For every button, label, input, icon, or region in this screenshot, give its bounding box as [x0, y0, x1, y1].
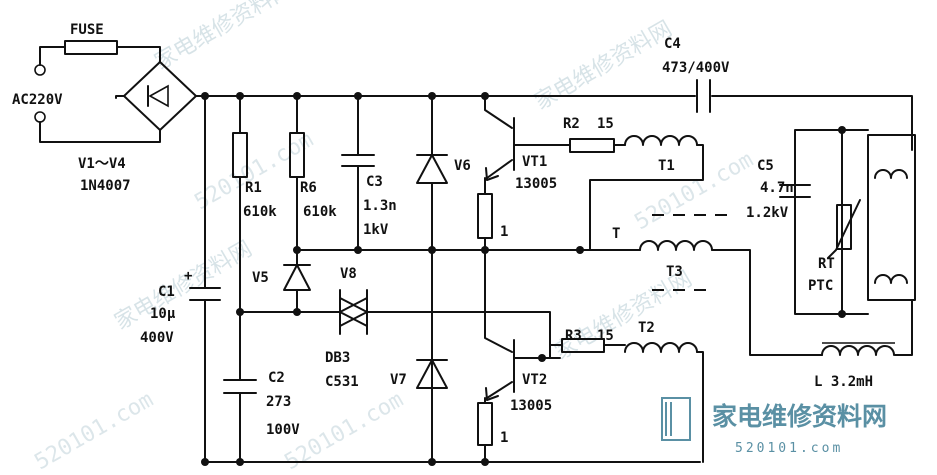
c5-ref: C5 [757, 158, 774, 174]
brand-text: 家电维修资料网 [712, 402, 887, 431]
resistor-r3: R3 15 [549, 328, 626, 359]
fuse-symbol [64, 40, 118, 55]
t-label: T [612, 226, 620, 242]
r5-val: 1 [500, 430, 508, 446]
r1-val: 610k [243, 204, 277, 220]
c3-val1: 1.3n [363, 198, 397, 214]
c4-right-wire [711, 95, 913, 151]
fuse-label: FUSE [70, 22, 104, 38]
ac-label: AC220V [12, 92, 63, 108]
watermark-text: 家电维修资料网 [151, 0, 297, 75]
r2-ref: R2 [563, 116, 580, 132]
watermark-layer: 家电维修资料网 家电维修资料网 家电维修资料网 家电维修资料网 520101.c… [31, 0, 758, 475]
v5-label: V5 [252, 270, 269, 286]
v7-label: V7 [390, 372, 407, 388]
bridge-part: 1N4007 [80, 178, 131, 194]
c5-val1: 4.7n [760, 180, 794, 196]
resistor-r6: R6 610k [289, 95, 337, 251]
bridge-rectifier: V1～V4 1N4007 [78, 61, 197, 194]
c3-ref: C3 [366, 174, 383, 190]
diac-v8: V8 DB3 C531 [325, 266, 551, 390]
diode-v6: V6 [416, 95, 471, 463]
resistor-r1: R1 610k [232, 95, 277, 381]
watermark-text: 家电维修资料网 [531, 17, 677, 116]
watermark-url: 520101.com [191, 127, 318, 215]
l-label: L 3.2mH [814, 374, 873, 390]
rt-label: RT [818, 256, 835, 272]
diode-v5: V5 [252, 249, 311, 313]
c2-ref: C2 [268, 370, 285, 386]
resistor-r4: 1 [477, 177, 508, 331]
capacitor-c4: C4 473/400V [662, 36, 730, 113]
junction-dots [201, 92, 489, 466]
diode-v7: V7 [390, 359, 448, 389]
resistor-r2: R2 15 [563, 116, 626, 153]
brand-logo: 家电维修资料网 520101.com [661, 397, 887, 456]
v6-label: V6 [454, 158, 471, 174]
vt2-label: VT2 [522, 372, 547, 388]
v8-label: V8 [340, 266, 357, 282]
c1-val2: 400V [140, 330, 174, 346]
r3-ref: R3 [565, 328, 582, 344]
plus-icon: + [184, 268, 192, 284]
r2-val: 15 [597, 116, 614, 132]
db3-label: DB3 [325, 350, 350, 366]
r6-val: 610k [303, 204, 337, 220]
brand-url: 520101.com [735, 441, 843, 456]
ac-input: FUSE AC220V [12, 22, 161, 143]
vt1-part: 13005 [515, 176, 557, 192]
t1-label: T1 [658, 158, 675, 174]
winding-t3: T T3 [576, 214, 823, 356]
c1-ref: C1 [158, 284, 175, 300]
lamp-network: C5 4.7n 1.2kV RT PTC [746, 126, 916, 356]
capacitor-c2: C2 273 100V [223, 370, 300, 463]
bridge-ref: V1～V4 [78, 156, 126, 172]
c5-val2: 1.2kV [746, 205, 789, 221]
ptc-symbol [836, 204, 852, 250]
t3-label: T3 [666, 264, 683, 280]
terminal-icon [34, 111, 46, 123]
c2-val2: 100V [266, 422, 300, 438]
capacitor-c3: C3 1.3n 1kV [341, 95, 397, 251]
inductor-l: L 3.2mH [814, 342, 895, 390]
r4-val: 1 [500, 224, 508, 240]
capacitor-c1: + C1 10μ 400V [140, 95, 221, 463]
terminal-icon [34, 64, 46, 76]
c3-val2: 1kV [363, 222, 389, 238]
filament-bottom [874, 274, 908, 284]
transistor-vt2: VT2 13005 [484, 329, 561, 414]
watermark-text: 家电维修资料网 [551, 267, 697, 366]
c4-ref: C4 [664, 36, 681, 52]
ptc-label: PTC [808, 278, 833, 294]
filament-top [874, 169, 908, 179]
winding-t2: T2 [624, 320, 704, 463]
c531-label: C531 [325, 374, 359, 390]
r3-val: 15 [597, 328, 614, 344]
t2-label: T2 [638, 320, 655, 336]
r6-ref: R6 [300, 180, 317, 196]
c4-val: 473/400V [662, 60, 730, 76]
resistor-r5: 1 [477, 397, 508, 463]
c1-val1: 10μ [150, 306, 176, 322]
diode-icon [148, 84, 169, 108]
watermark-url: 520101.com [631, 147, 758, 235]
watermark-url: 520101.com [31, 387, 158, 475]
vt2-part: 13005 [510, 398, 552, 414]
vt1-label: VT1 [522, 154, 547, 170]
transistor-vt1: VT1 13005 [484, 95, 571, 192]
r1-ref: R1 [245, 180, 262, 196]
watermark-text: 家电维修资料网 [111, 237, 257, 336]
winding-t1: T1 [589, 135, 704, 251]
c2-val1: 273 [266, 394, 291, 410]
lamp-tube [867, 134, 916, 301]
